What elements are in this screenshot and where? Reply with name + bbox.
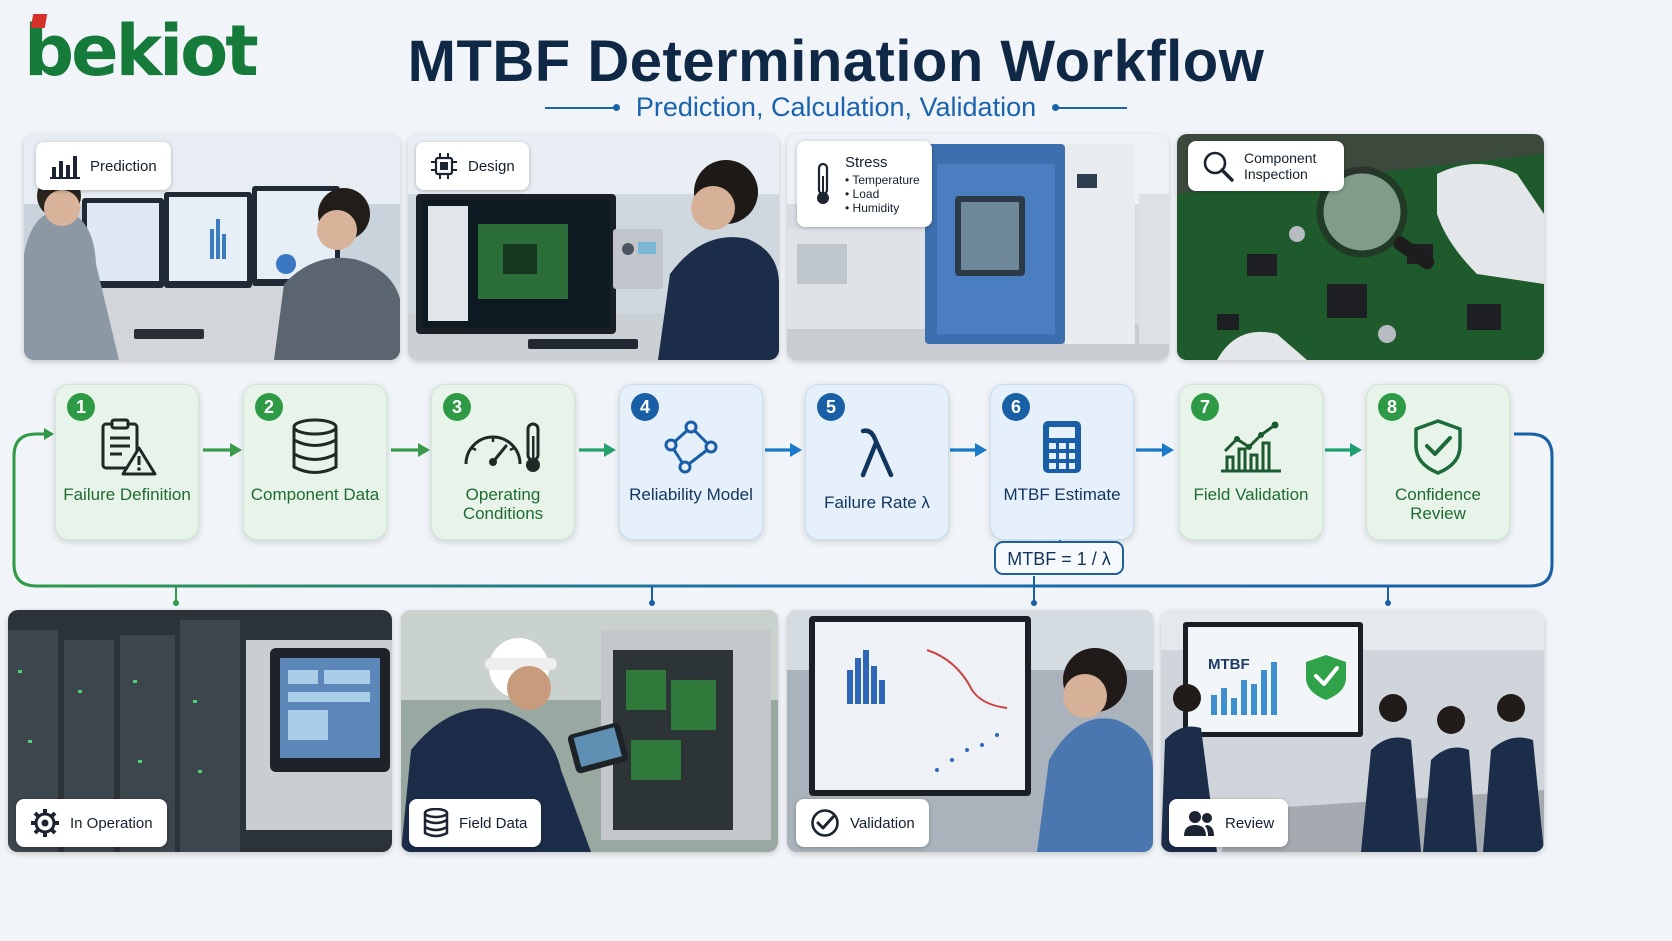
photo-review — [1161, 610, 1544, 852]
stress-text-group: Stress Temperature Load Humidity — [845, 154, 920, 215]
chip-icon — [431, 153, 457, 179]
tag-prediction: Prediction — [36, 142, 171, 190]
page-title: MTBF Determination Workflow — [407, 29, 1265, 94]
tag-in-operation-label: In Operation — [70, 814, 153, 832]
step-number-badge: 5 — [817, 393, 845, 421]
step-label: Failure Definition — [63, 485, 191, 504]
field-technician-illustration — [401, 610, 778, 852]
photo-in-operation — [8, 610, 392, 852]
review-meeting-illustration — [1161, 610, 1544, 852]
chart-trend-icon — [1221, 421, 1281, 473]
logo-text: bekiot — [24, 10, 259, 92]
stress-factor: Temperature — [845, 173, 919, 187]
photo-inspection — [1177, 134, 1544, 360]
step-label: MTBF Estimate — [1003, 485, 1121, 504]
step-reliability-model: 4 Reliability Model — [619, 384, 763, 540]
stress-factor-list: Temperature Load Humidity — [845, 173, 920, 215]
step-number-badge: 6 — [1002, 393, 1030, 421]
feedback-loop-line — [12, 432, 1554, 588]
step-field-validation: 7 Field Validation — [1179, 384, 1323, 540]
step-label: Reliability Model — [629, 485, 753, 504]
step-operating-conditions: 3 Operating Conditions — [431, 384, 575, 540]
gear-icon — [31, 809, 59, 837]
magnifier-icon — [1203, 151, 1234, 182]
step-failure-rate: 5 Failure Rate λ — [805, 384, 949, 540]
check-circle-icon — [811, 809, 839, 837]
gauge-thermometer-icon — [464, 422, 540, 472]
loop-drop-markers — [173, 576, 1391, 606]
bar-chart-icon — [50, 156, 80, 179]
subtitle-row: Prediction, Calculation, Validation — [0, 92, 1672, 123]
step-confidence-review: 8 Confidence Review — [1366, 384, 1510, 540]
step-number-badge: 3 — [443, 393, 471, 421]
tag-in-operation: In Operation — [16, 799, 167, 847]
tag-prediction-label: Prediction — [90, 157, 157, 175]
step-label: Component Data — [250, 485, 380, 504]
screen-mtbf-label: MTBF — [1208, 656, 1250, 673]
tag-review: Review — [1169, 799, 1289, 847]
step-label: Confidence Review — [1394, 485, 1481, 523]
step-label: Failure Rate λ — [824, 493, 930, 512]
step-arrows — [203, 443, 1362, 457]
step-component-data: 2 Component Data — [243, 384, 387, 540]
tag-validation-label: Validation — [850, 814, 915, 832]
mtbf-formula: MTBF = 1 / λ — [994, 541, 1124, 575]
subtitle-line-right — [1051, 103, 1127, 111]
tag-design: Design — [416, 142, 529, 190]
calculator-icon — [1043, 421, 1081, 473]
stress-factor: Humidity — [845, 201, 920, 215]
step-label: Field Validation — [1193, 485, 1309, 504]
tag-field-data: Field Data — [409, 799, 542, 847]
subtitle-line-left — [545, 103, 621, 111]
step-number-badge: 4 — [631, 393, 659, 421]
tag-stress: Stress Temperature Load Humidity — [797, 141, 932, 227]
step-number-badge: 8 — [1378, 393, 1406, 421]
step-number-badge: 1 — [67, 393, 95, 421]
tag-inspection: Component Inspection — [1188, 141, 1344, 191]
step-number-badge: 2 — [255, 393, 283, 421]
step-label: Operating Conditions — [462, 485, 544, 523]
photo-validation — [787, 610, 1153, 852]
loop-arrowhead — [44, 428, 54, 440]
network-icon — [664, 420, 718, 474]
step-number-badge: 7 — [1191, 393, 1219, 421]
tag-review-label: Review — [1225, 814, 1275, 832]
stress-factor: Load — [845, 187, 920, 201]
validation-analyst-illustration — [787, 610, 1153, 852]
shield-check-icon — [1414, 419, 1462, 475]
database-icon — [292, 418, 338, 474]
thermometer-icon — [817, 162, 829, 204]
tag-inspection-label: Component Inspection — [1244, 150, 1317, 182]
pcb-inspection-illustration — [1177, 134, 1544, 360]
company-logo: bekiot — [24, 14, 259, 86]
tag-design-label: Design — [468, 157, 515, 175]
tag-validation: Validation — [796, 799, 929, 847]
page-subtitle: Prediction, Calculation, Validation — [635, 92, 1037, 122]
server-room-illustration — [8, 610, 392, 852]
users-icon — [1184, 811, 1214, 836]
photo-field-data — [401, 610, 778, 852]
step-mtbf-estimate: 6 MTBF Estimate — [990, 384, 1134, 540]
database-icon — [423, 808, 449, 838]
clipboard-warning-icon — [101, 418, 157, 476]
stress-chamber-illustration — [787, 134, 1169, 360]
step-failure-definition: 1 Failure Definition — [55, 384, 199, 540]
tag-stress-label: Stress — [845, 153, 888, 171]
lambda-icon — [860, 428, 894, 478]
tag-field-data-label: Field Data — [459, 814, 528, 832]
photo-stress — [787, 134, 1169, 360]
